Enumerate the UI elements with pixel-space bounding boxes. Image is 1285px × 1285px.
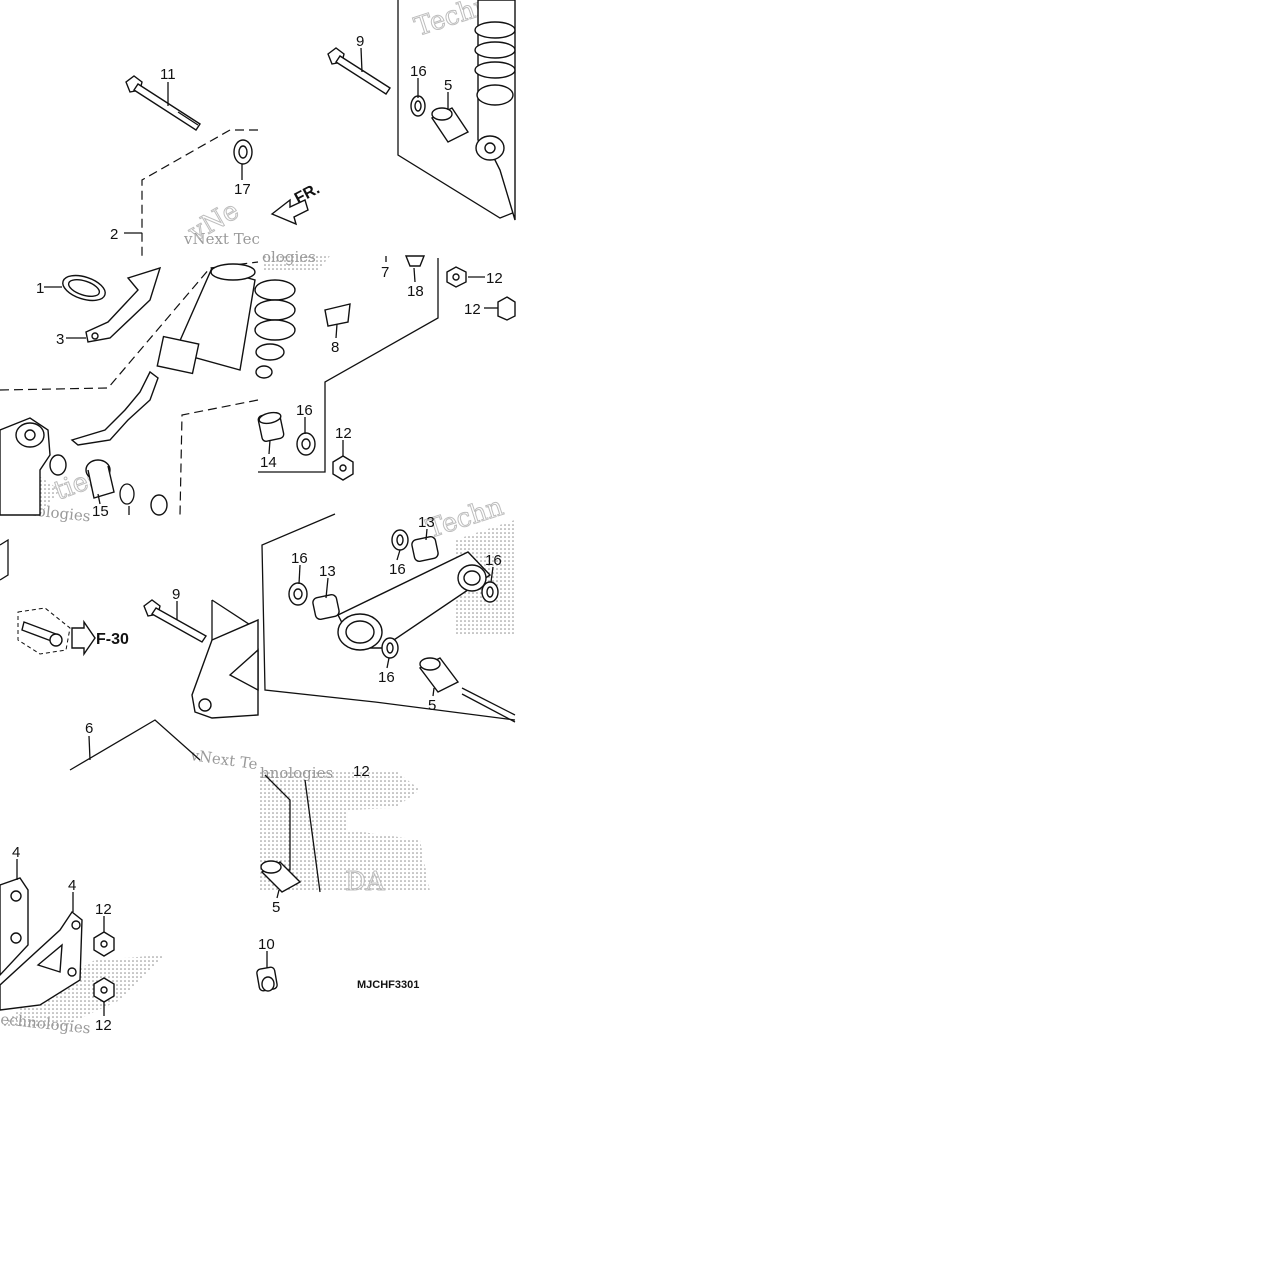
watermark-7: hnologies	[260, 764, 333, 782]
leader-lines	[16, 47, 498, 1016]
front-direction-marker: FR.	[270, 180, 323, 226]
part-label: 12	[486, 270, 503, 287]
part-label: 16	[296, 402, 313, 419]
part-label: 3	[56, 331, 64, 348]
part-number-callouts: 1 2 3 4 4 5 5 5 6 7 8 9 9 10 11 12 12 12…	[12, 33, 503, 1034]
watermark-3: ologies	[262, 248, 316, 266]
circlip-drawing	[119, 483, 135, 505]
bolt-link-drawing	[461, 687, 516, 723]
part-label: 13	[319, 563, 336, 580]
collar-14-drawing	[257, 411, 285, 442]
spring-middle-drawing	[254, 279, 296, 379]
part-label: 2	[110, 226, 118, 243]
bolt-9-mid-drawing	[143, 599, 208, 643]
part-label: 16	[485, 552, 502, 569]
bolt-9-top-drawing	[327, 47, 391, 95]
part-label: 12	[95, 901, 112, 918]
part-label: 12	[464, 301, 481, 318]
bearing-13-a-drawing	[312, 593, 340, 621]
link-plate-drawing	[191, 618, 259, 719]
part-label: 18	[407, 283, 424, 300]
part-label: 13	[418, 514, 435, 531]
part-label: 4	[12, 844, 20, 861]
part-label: 9	[172, 586, 180, 603]
bolt-11-drawing	[125, 75, 201, 131]
collar-5-lower-drawing	[260, 860, 302, 893]
part-label: 9	[356, 33, 364, 50]
seal-16-link-a-drawing	[288, 582, 308, 606]
reservoir-drawing	[70, 263, 256, 446]
nut-12-a-drawing	[446, 266, 467, 288]
seal-16-link-c-drawing	[481, 581, 499, 603]
bracket-3-drawing	[85, 266, 162, 343]
bearing-13-b-drawing	[411, 535, 439, 563]
seal-16-link-b-drawing	[391, 529, 409, 551]
diagram-code: MJCHF3301	[357, 979, 419, 991]
nut-12-lower-b-drawing	[93, 977, 115, 1003]
seal-17-drawing	[233, 139, 253, 165]
shock-spring-top-drawing	[474, 0, 516, 221]
part-label: 12	[95, 1017, 112, 1034]
nut-12-c-drawing	[332, 455, 354, 481]
collar-5-top-drawing	[430, 107, 470, 143]
collar-10-drawing	[256, 966, 278, 992]
part-label: 17	[234, 181, 251, 198]
part-label: 11	[160, 66, 176, 83]
part-label: 14	[260, 454, 277, 471]
link-arm-drawing	[337, 551, 492, 651]
watermark-2: vNext Tec	[183, 230, 260, 248]
part-label: 7	[381, 264, 389, 281]
nut-12-b-drawing	[497, 296, 516, 321]
part-label: 6	[85, 720, 93, 737]
brand-lettering: DA	[345, 867, 386, 897]
part-label: 16	[389, 561, 406, 578]
seal-16-link-d-drawing	[381, 637, 399, 659]
bushing-15-drawing	[85, 459, 115, 499]
shock-body-lower-drawing	[0, 417, 67, 516]
bolt-f30-drawing	[17, 607, 96, 657]
part-label: 8	[331, 339, 339, 356]
part-label: 5	[272, 899, 280, 916]
part-label: 10	[258, 936, 275, 953]
part-label: 12	[335, 425, 352, 442]
label-8-drawing	[324, 303, 351, 327]
part-label: 16	[291, 550, 308, 567]
part-label: 5	[428, 697, 436, 714]
brackets-4-drawing	[0, 877, 83, 1011]
part-label: 4	[68, 877, 76, 894]
part-label: 15	[92, 503, 109, 520]
part-label: 1	[36, 280, 44, 297]
seal-16-top-drawing	[410, 95, 426, 117]
seal-16-mid-drawing	[296, 432, 316, 456]
part-label: 12	[353, 763, 370, 780]
nut-18-drawing	[404, 255, 426, 267]
part-label: 16	[410, 63, 427, 80]
collar-5-link-drawing	[418, 657, 460, 693]
group-outlines	[0, 0, 516, 893]
reference-label: F-30	[96, 631, 129, 648]
seal-16-lower-left-drawing	[150, 494, 168, 516]
part-label: 16	[378, 669, 395, 686]
nut-12-lower-a-drawing	[93, 931, 115, 957]
clamp-1-drawing	[62, 274, 106, 302]
part-label: 5	[444, 77, 452, 94]
